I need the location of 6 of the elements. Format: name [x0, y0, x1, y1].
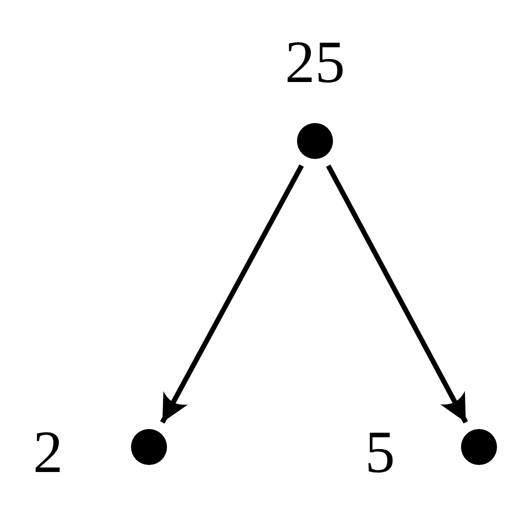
node-label: 2: [33, 422, 63, 482]
node-dot: [461, 429, 497, 465]
node-label: 5: [365, 422, 395, 482]
node-label: 25: [285, 32, 345, 92]
node-dot: [131, 429, 167, 465]
node-dot: [297, 123, 333, 159]
